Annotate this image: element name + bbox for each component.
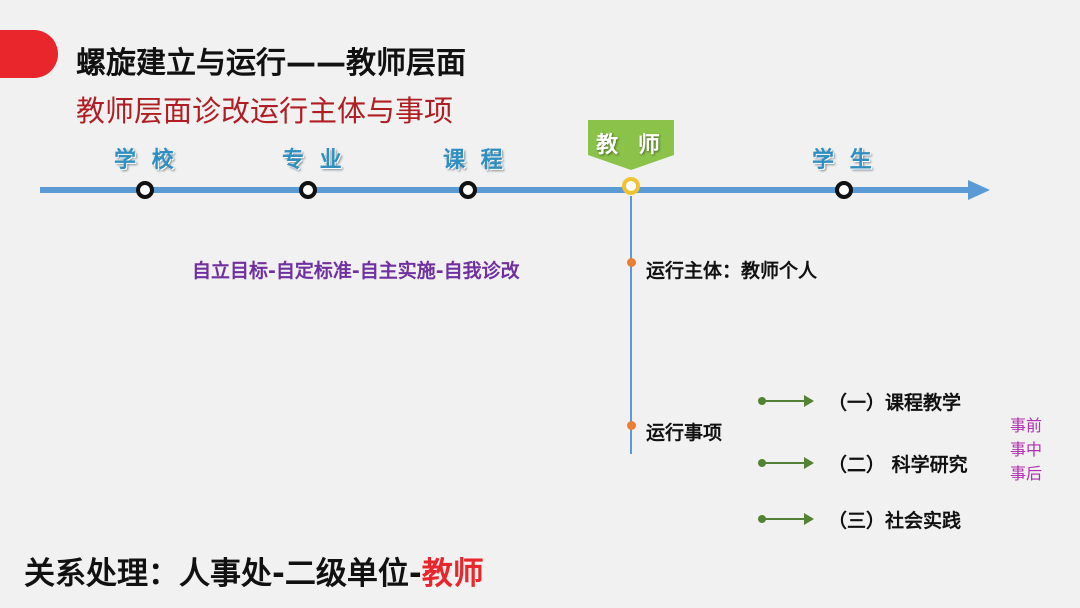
subject-label: 运行主体：教师个人	[646, 260, 818, 282]
phase-before: 事前	[1010, 416, 1043, 435]
relationship-line: 关系处理：人事处-二级单位-教师	[24, 548, 484, 593]
branch-dot-matters	[627, 421, 636, 430]
phase-during: 事中	[1010, 440, 1043, 459]
relationship-highlight: 教师	[421, 556, 484, 592]
timeline-arrowhead	[968, 180, 990, 200]
timeline-node-student	[835, 181, 853, 199]
stage-label-student: 学 生	[812, 148, 876, 173]
cycle-text: 自立目标-自定标准-自主实施-自我诊改	[192, 260, 520, 282]
matter-item: （三）社会实践	[758, 506, 998, 532]
branch-line	[630, 196, 632, 454]
branch-dot-subject	[627, 258, 636, 267]
arrow-right-icon	[804, 457, 814, 469]
matter-label: （一）课程教学	[828, 392, 962, 414]
timeline-node-teacher	[622, 177, 640, 195]
arrow-dot	[758, 459, 766, 467]
matter-item: （二） 科学研究	[758, 450, 998, 476]
slide-subtitle: 教师层面诊改运行主体与事项	[76, 94, 454, 128]
stage-label-major: 专 业	[282, 148, 346, 173]
arrow-dot	[758, 515, 766, 523]
arrow-dot	[758, 397, 766, 405]
matter-item: （一）课程教学	[758, 388, 998, 414]
matter-label: （三）社会实践	[828, 510, 962, 532]
timeline-axis	[40, 187, 970, 193]
matter-label: （二） 科学研究	[828, 454, 968, 476]
arrow-right-icon	[804, 395, 814, 407]
timeline-node-course	[459, 181, 477, 199]
relationship-prefix: 关系处理：人事处-二级单位-	[24, 556, 422, 592]
arrow-line	[764, 462, 806, 464]
arrow-right-icon	[804, 513, 814, 525]
stage-label-school: 学 校	[114, 148, 178, 173]
arrow-line	[764, 400, 806, 402]
phase-list: 事前 事中 事后	[1010, 414, 1058, 486]
phase-after: 事后	[1010, 464, 1043, 483]
red-accent-tab	[0, 30, 58, 78]
stage-label-course: 课 程	[443, 148, 507, 173]
timeline-node-major	[299, 181, 317, 199]
slide-title: 螺旋建立与运行——教师层面	[76, 46, 466, 81]
arrow-line	[764, 518, 806, 520]
timeline-node-school	[136, 181, 154, 199]
stage-label-teacher: 教 师	[588, 120, 674, 170]
matters-label: 运行事项	[646, 422, 723, 444]
